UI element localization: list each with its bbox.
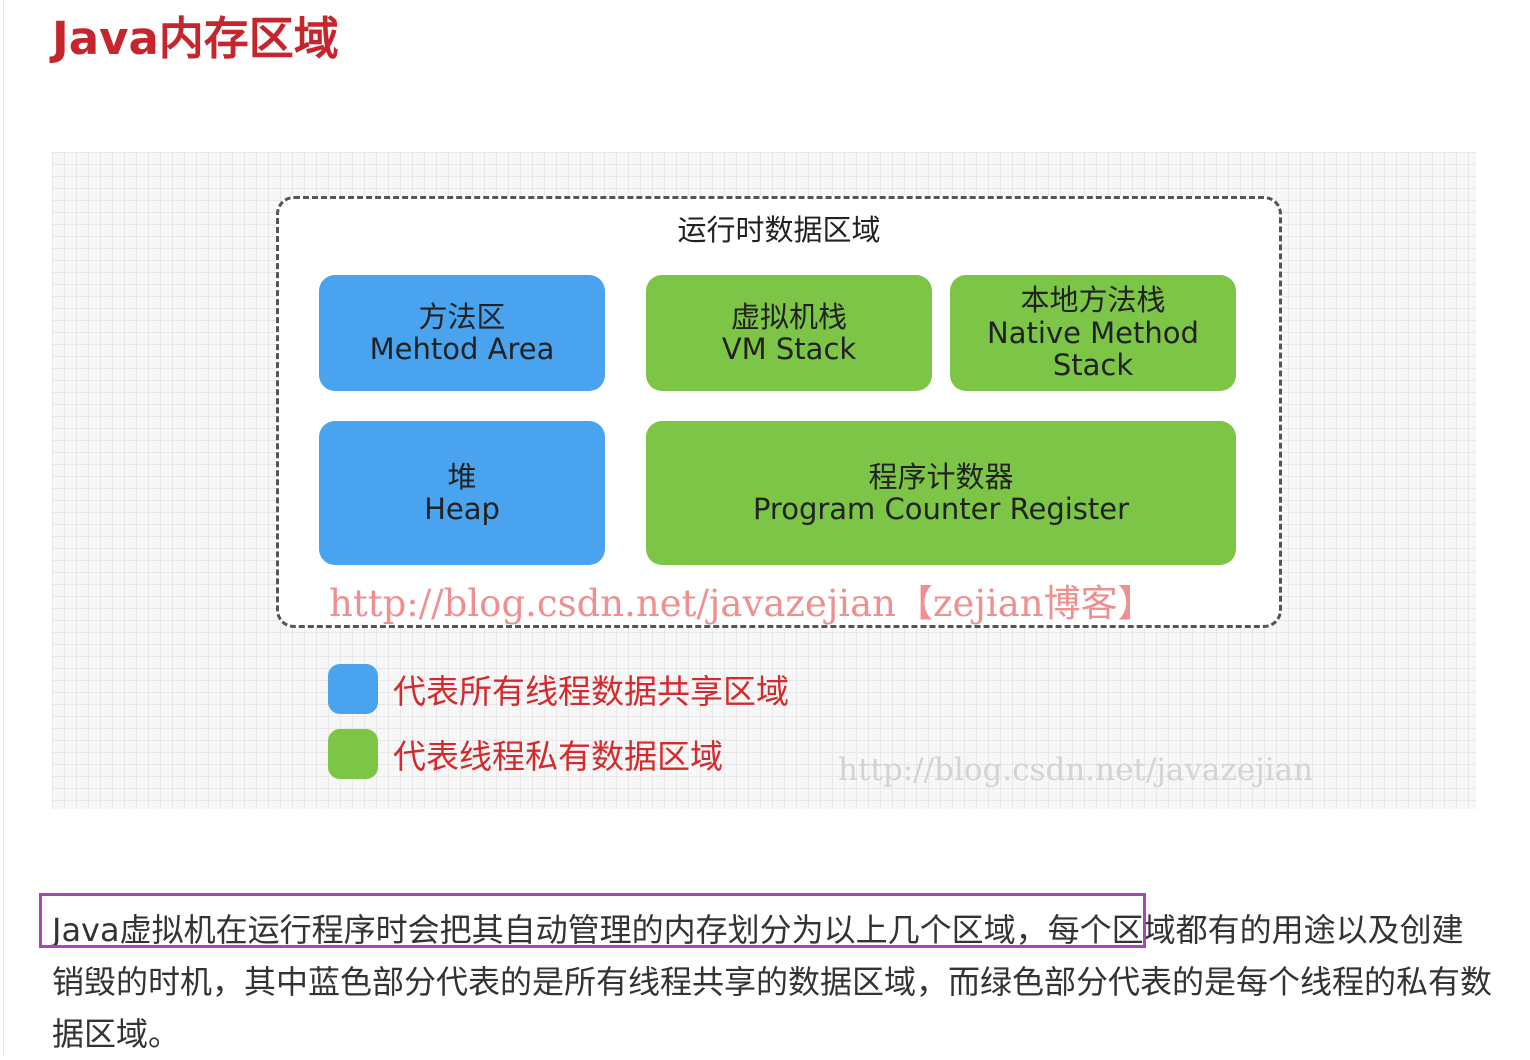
legend-blue-swatch [328, 664, 378, 714]
pc-register-zh: 程序计数器 [868, 459, 1014, 494]
native-method-stack-block: 本地方法栈 Native Method Stack [950, 275, 1236, 391]
native-stack-en-line2: Stack [1052, 348, 1134, 383]
section-heading: Java内存区域 [52, 12, 339, 65]
memory-diagram-figure: 运行时数据区域 方法区 Mehtod Area 虚拟机栈 VM Stack 本地… [52, 152, 1476, 809]
legend-green-swatch [328, 729, 378, 779]
native-stack-en-line1: Native Method [987, 315, 1199, 350]
blog-watermark-red: http://blog.csdn.net/javazejian【zejian博客… [329, 582, 1155, 625]
legend-private-label: 代表线程私有数据区域 [393, 737, 723, 776]
method-area-en: Mehtod Area [369, 332, 555, 366]
vm-stack-block: 虚拟机栈 VM Stack [646, 275, 932, 391]
legend-shared-item: 代表所有线程数据共享区域 [328, 664, 789, 714]
pc-register-en: Program Counter Register [752, 492, 1130, 526]
page-edge-line [3, 0, 4, 1056]
heap-block: 堆 Heap [319, 421, 605, 565]
vm-stack-zh: 虚拟机栈 [730, 299, 847, 334]
native-stack-zh: 本地方法栈 [1020, 283, 1166, 318]
method-area-block: 方法区 Mehtod Area [319, 275, 605, 391]
blog-watermark-gray: http://blog.csdn.net/javazejian [838, 752, 1314, 788]
program-counter-register-block: 程序计数器 Program Counter Register [646, 421, 1236, 565]
highlight-box [39, 893, 1146, 948]
method-area-zh: 方法区 [418, 299, 506, 334]
region-title: 运行时数据区域 [677, 213, 881, 247]
heap-zh: 堆 [447, 459, 477, 494]
legend-shared-label: 代表所有线程数据共享区域 [393, 672, 789, 711]
runtime-data-area-region: 运行时数据区域 方法区 Mehtod Area 虚拟机栈 VM Stack 本地… [276, 196, 1282, 628]
vm-stack-en: VM Stack [721, 332, 857, 366]
description-paragraph: Java虚拟机在运行程序时会把其自动管理的内存划分为以上几个区域，每个区域都有的… [52, 911, 1493, 1053]
heap-en: Heap [424, 492, 500, 526]
legend-private-item: 代表线程私有数据区域 [328, 729, 723, 779]
